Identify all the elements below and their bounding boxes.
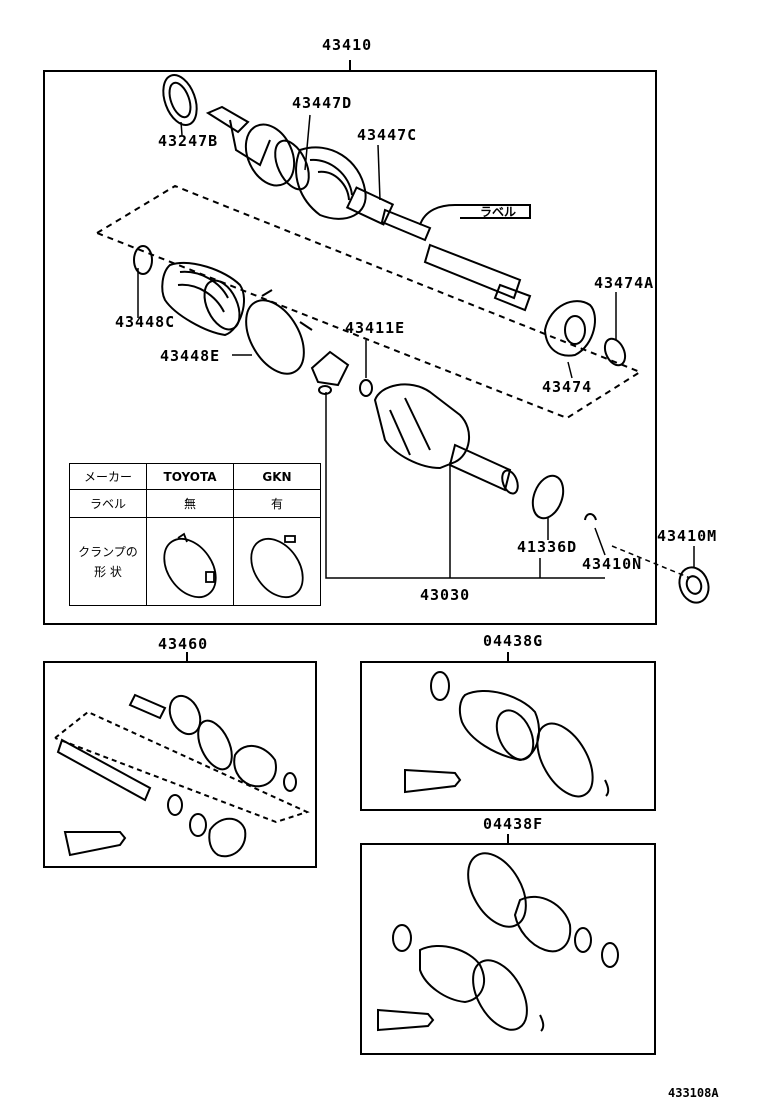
table-shape-toyota [146, 517, 234, 606]
label-clamp-large: 43448E [160, 347, 221, 365]
label-dust-cover: 43474 [542, 378, 593, 396]
tripod-icon [310, 350, 350, 395]
toyota-clamp-icon [163, 532, 217, 598]
inner-joint-housing-icon [373, 383, 519, 495]
label-clip: 43410N [582, 555, 643, 573]
gkn-clamp-icon [250, 535, 304, 598]
shaft-assy-icon [56, 693, 297, 858]
dust-cover-icon [543, 300, 627, 367]
table-header-toyota: TOYOTA [146, 463, 234, 490]
label-dust-cover-clamp: 43474A [594, 274, 655, 292]
shaft-assy-frame [43, 661, 317, 868]
boot-kit-f-frame [360, 843, 656, 1055]
clamp-type-table: メーカー TOYOTA GKN ラベル 無 有 クランプの 形 状 [69, 463, 321, 606]
label-boot-inner: 43448C [115, 313, 176, 331]
oil-seal-icon [531, 474, 565, 520]
table-label-row-title: ラベル [69, 489, 147, 518]
table-shape-row-title: クランプの 形 状 [69, 517, 147, 606]
label-boot-kit-f: 04438F [483, 815, 544, 833]
table-label-toyota: 無 [146, 489, 234, 518]
label-boot-clamp-d: 43447D [292, 94, 353, 112]
boot-kit-g-icon [404, 671, 610, 798]
label-main-assembly: 43410 [322, 36, 373, 54]
diagram-code: 433108A [668, 1086, 719, 1100]
table-header-gkn: GKN [233, 463, 321, 490]
clip-icon [584, 513, 597, 521]
label-oil-seal: 41336D [517, 538, 578, 556]
bearing-icon [678, 566, 710, 604]
leader-lines [137, 114, 695, 579]
inner-boot-icon [133, 245, 245, 337]
large-clamp-icon [245, 289, 313, 375]
label-snap-ring: 43411E [345, 319, 406, 337]
label-callout [419, 204, 531, 226]
table-label-gkn: 有 [233, 489, 321, 518]
table-header-maker: メーカー [69, 463, 147, 490]
outer-joint-icon [205, 105, 532, 312]
label-shaft-assy: 43460 [158, 635, 209, 653]
label-seal-outer: 43247B [158, 132, 219, 150]
label-boot-clamp-c: 43447C [357, 126, 418, 144]
seal-ring-icon [162, 74, 198, 126]
snap-ring-icon [359, 379, 373, 397]
label-bearing: 43410M [657, 527, 718, 545]
boot-kit-f-icon [377, 852, 619, 1032]
label-inner-joint: 43030 [420, 586, 471, 604]
dashed-group-outline [96, 184, 643, 420]
table-shape-gkn [233, 517, 321, 606]
label-boot-kit-g: 04438G [483, 632, 544, 650]
label-tag-text: ラベル [480, 205, 517, 219]
